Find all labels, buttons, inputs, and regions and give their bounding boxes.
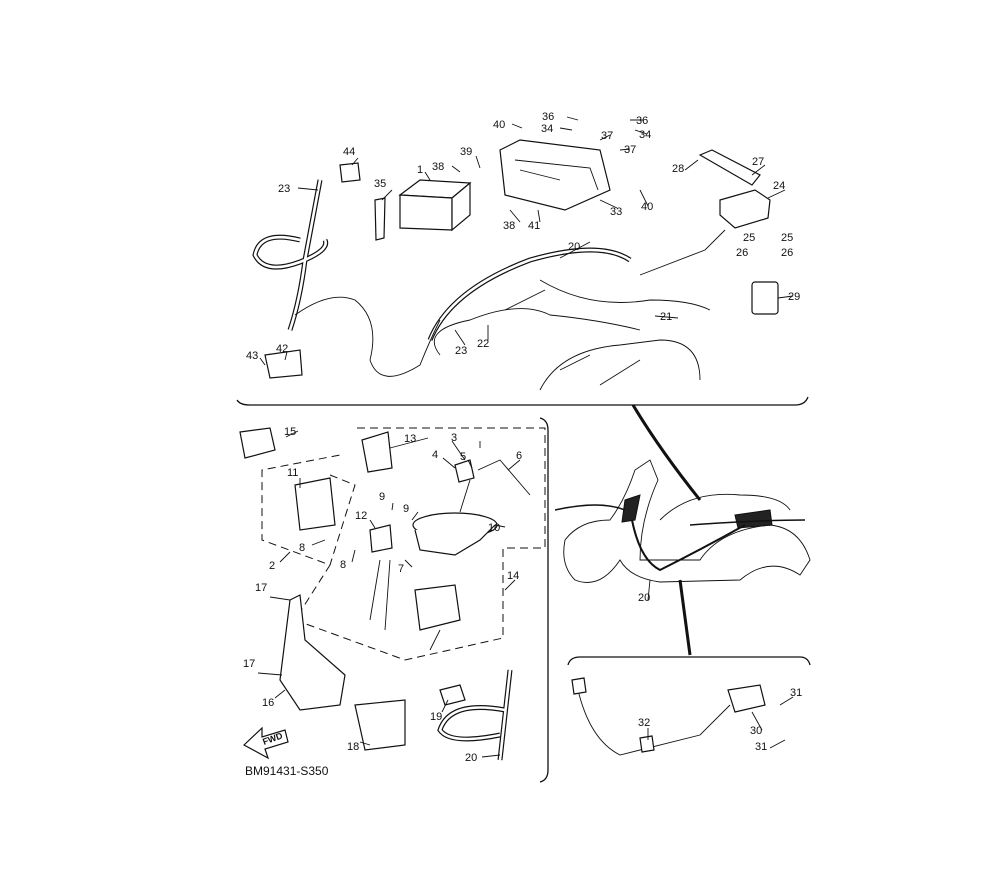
- part-15: [239, 427, 276, 459]
- callout-28: 28: [672, 163, 684, 175]
- callout-36: 36: [542, 111, 554, 123]
- callout-1: 1: [417, 164, 423, 176]
- bracket: [698, 149, 761, 186]
- part-19: [439, 684, 466, 706]
- callout-26: 26: [736, 247, 748, 259]
- callout-26: 26: [781, 247, 793, 259]
- left-section-bracket: [539, 417, 549, 783]
- callout-11: 11: [287, 467, 298, 479]
- callout-29: 29: [788, 291, 800, 303]
- callout-36: 36: [636, 115, 648, 127]
- callout-22: 22: [477, 338, 489, 350]
- callout-31: 31: [755, 741, 767, 753]
- callout-6: 6: [516, 450, 522, 462]
- callout-23: 23: [455, 345, 467, 357]
- callout-40: 40: [493, 119, 505, 131]
- frame-section: [539, 339, 701, 391]
- battery-band: [374, 197, 386, 241]
- wire-harness-top: [252, 179, 726, 377]
- cover-16: [279, 594, 346, 711]
- callout-14: 14: [507, 570, 519, 582]
- key-cylinder-4: [454, 459, 475, 483]
- callout-34: 34: [541, 123, 553, 135]
- flasher-relay: [751, 281, 779, 315]
- callout-10: 10: [488, 522, 500, 534]
- callout-40: 40: [641, 201, 653, 213]
- callout-37: 37: [624, 144, 636, 156]
- callout-4: 4: [432, 449, 438, 461]
- callout-37: 37: [601, 130, 613, 142]
- sensor-42: [264, 349, 303, 379]
- callout-16: 16: [262, 697, 274, 709]
- callout-17: 17: [243, 658, 255, 670]
- callout-5: 5: [460, 451, 466, 463]
- key-6: [459, 459, 531, 513]
- callout-18: 18: [347, 741, 359, 753]
- callout-9: 9: [379, 491, 385, 503]
- fwd-arrow: FWD: [242, 726, 289, 760]
- callout-25: 25: [781, 232, 793, 244]
- top-section-bracket: [236, 396, 809, 406]
- callout-12: 12: [355, 510, 367, 522]
- diagram-code: BM91431-S350: [245, 764, 329, 778]
- callout-17: 17: [255, 582, 267, 594]
- callout-38: 38: [503, 220, 515, 232]
- callout-27: 27: [752, 156, 764, 168]
- meter: [412, 512, 498, 556]
- meter-outline: [261, 427, 546, 661]
- callout-8: 8: [299, 542, 305, 554]
- callout-25: 25: [743, 232, 755, 244]
- callout-3: 3: [451, 432, 457, 444]
- battery-box: [499, 139, 611, 211]
- callout-31: 31: [790, 687, 802, 699]
- callout-44: 44: [343, 146, 355, 158]
- sensor-assembly-30: [571, 677, 766, 756]
- callout-38: 38: [432, 161, 444, 173]
- callout-21: 21: [660, 311, 672, 323]
- relay-unit: [719, 189, 771, 229]
- leader-lines: [257, 116, 794, 758]
- callout-9: 9: [403, 503, 409, 515]
- callout-41: 41: [528, 220, 540, 232]
- main-switch: [414, 584, 461, 631]
- callout-20: 20: [568, 241, 580, 253]
- callout-32: 32: [638, 717, 650, 729]
- callout-15: 15: [284, 426, 296, 438]
- callout-20: 20: [465, 752, 477, 764]
- callout-20: 20: [638, 592, 650, 604]
- scooter-silhouette: [554, 459, 811, 583]
- part-12: [369, 524, 393, 553]
- battery: [398, 179, 472, 232]
- callout-2: 2: [269, 560, 275, 572]
- callout-8: 8: [340, 559, 346, 571]
- callout-7: 7: [398, 563, 404, 575]
- connector-44: [339, 162, 361, 183]
- wire-harness-bottom: [437, 669, 513, 761]
- callout-39: 39: [460, 146, 472, 158]
- callout-43: 43: [246, 350, 258, 362]
- callout-23: 23: [278, 183, 290, 195]
- part-18: [354, 699, 406, 751]
- callout-19: 19: [430, 711, 442, 723]
- callout-30: 30: [750, 725, 762, 737]
- callout-34: 34: [639, 129, 651, 141]
- callout-42: 42: [276, 343, 288, 355]
- callout-24: 24: [773, 180, 785, 192]
- callout-13: 13: [404, 433, 416, 445]
- right-section-bracket: [567, 656, 811, 666]
- callout-35: 35: [374, 178, 386, 190]
- relay-13: [361, 431, 393, 473]
- switch-11: [294, 477, 336, 531]
- callout-33: 33: [610, 206, 622, 218]
